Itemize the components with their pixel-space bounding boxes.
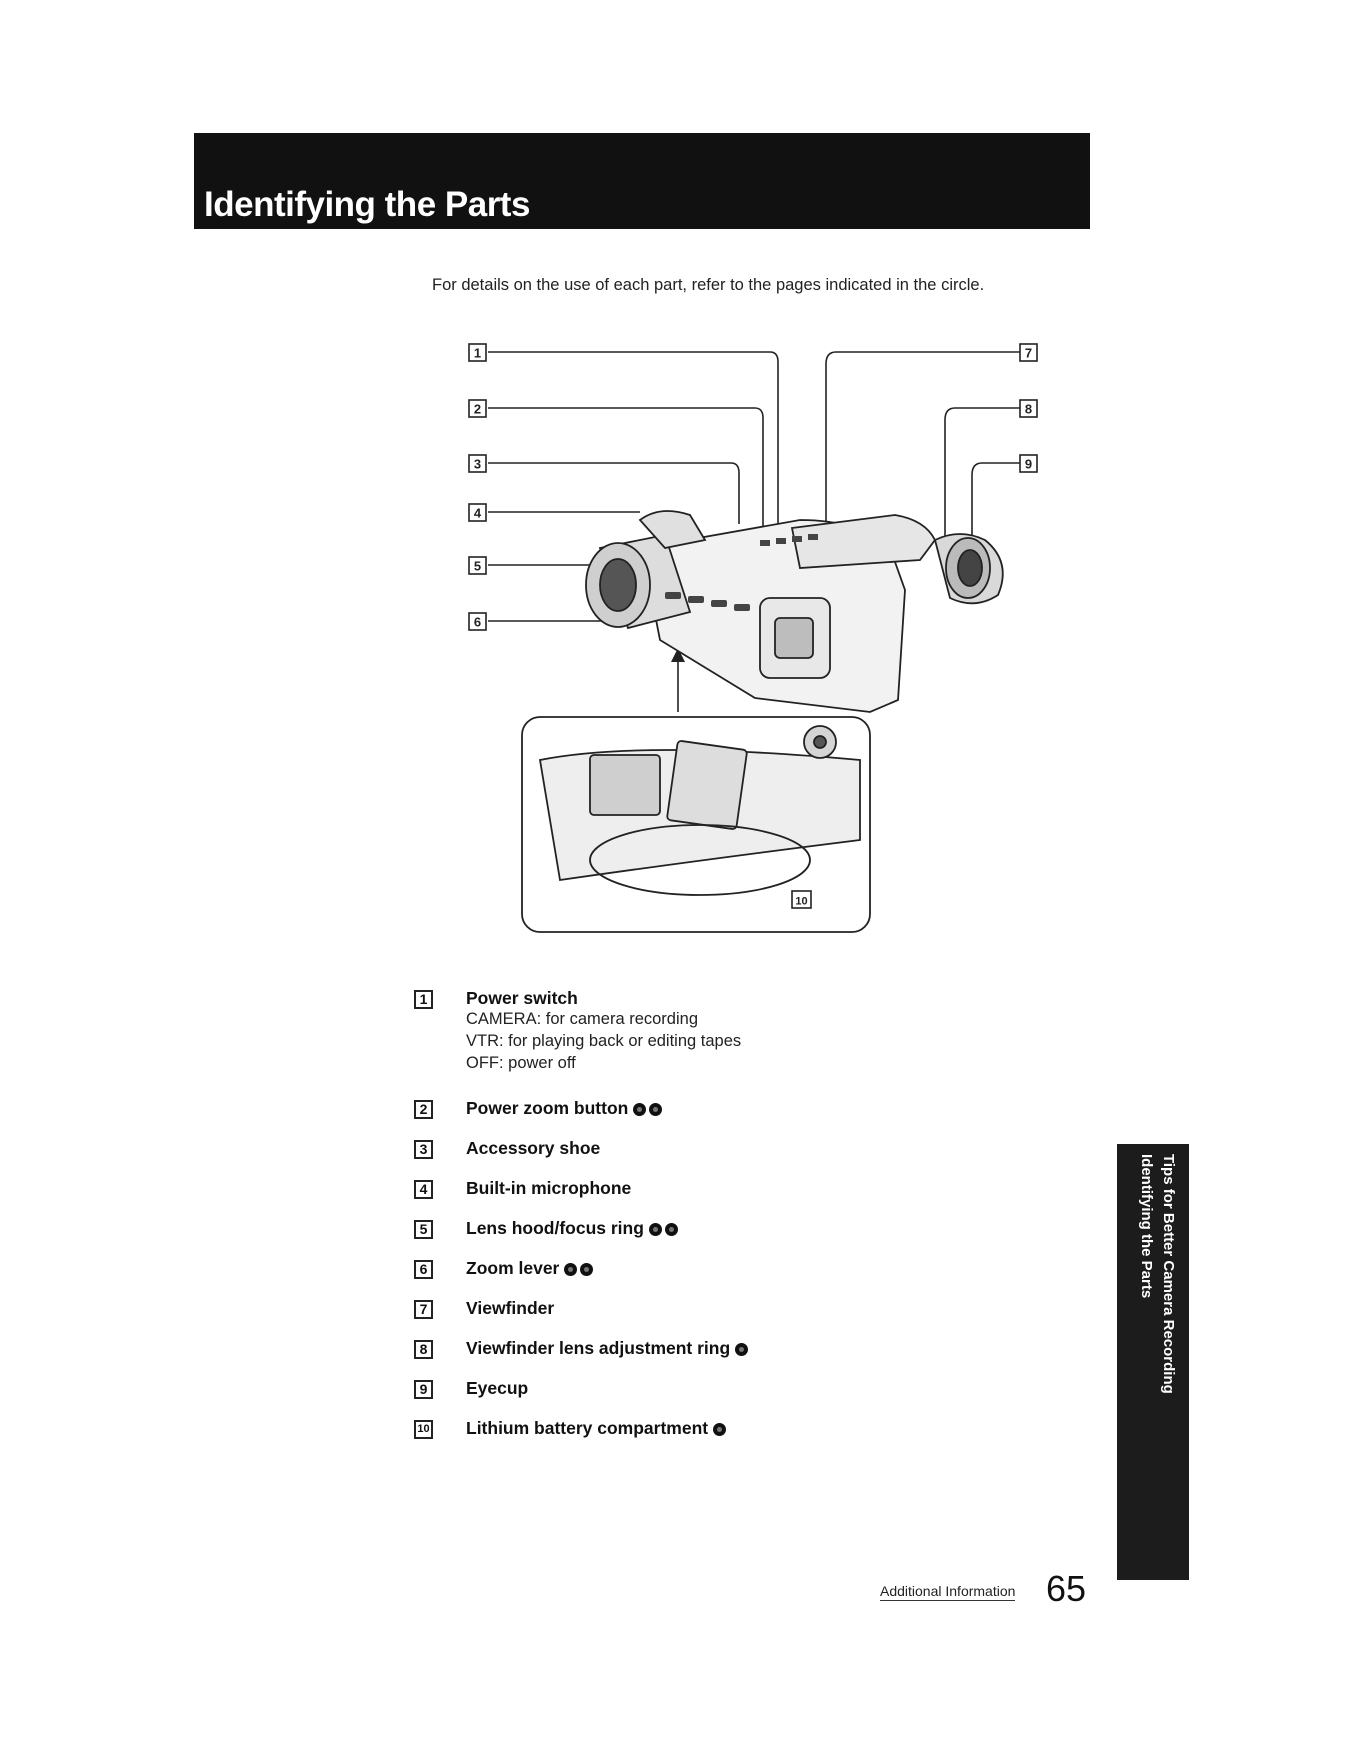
- leader-line-8: [944, 407, 1020, 540]
- page-reference-markers: [633, 1100, 665, 1121]
- svg-text:9: 9: [1025, 457, 1032, 472]
- svg-text:1: 1: [474, 346, 481, 361]
- page-reference-markers: [648, 1220, 681, 1241]
- callout-8: 8: [1019, 399, 1038, 418]
- viewfinder-tube: [790, 514, 937, 569]
- page-reference-markers: [564, 1260, 596, 1281]
- battery-inset: [521, 716, 871, 933]
- part-name: Viewfinder lens adjustment ring: [466, 1338, 751, 1361]
- side-tab-chapter: Tips for Better Camera Recording: [1160, 1154, 1177, 1394]
- svg-text:2: 2: [474, 402, 481, 417]
- part-detail: CAMERA: for camera recording: [466, 1010, 698, 1028]
- callout-3: 3: [468, 454, 487, 473]
- part-number-badge: 6: [414, 1260, 433, 1279]
- part-detail: VTR: for playing back or editing tapes: [466, 1032, 742, 1050]
- part-name: Built-in microphone: [466, 1178, 632, 1198]
- part-number-badge: 3: [414, 1140, 433, 1159]
- intro-text: For details on the use of each part, ref…: [432, 276, 985, 294]
- svg-text:7: 7: [1025, 346, 1032, 361]
- part-name: Lithium battery compartment: [466, 1418, 729, 1441]
- part-number-badge: 10: [414, 1420, 433, 1439]
- battery-door: [666, 740, 748, 830]
- part-number-badge: 2: [414, 1100, 433, 1119]
- svg-text:10: 10: [795, 896, 807, 908]
- arrow-head: [671, 648, 685, 662]
- page-reference-markers: [735, 1340, 751, 1361]
- callout-7: 7: [1019, 343, 1038, 362]
- callout-10: 10: [791, 890, 812, 909]
- svg-text:8: 8: [1025, 402, 1032, 417]
- page-title: Identifying the Parts: [204, 185, 530, 224]
- part-number-badge: 1: [414, 990, 433, 1009]
- microphone: [638, 510, 707, 549]
- part-name: Lens hood/focus ring: [466, 1218, 681, 1241]
- callout-9: 9: [1019, 454, 1038, 473]
- battery-holder: [589, 754, 661, 816]
- grip-strap: [589, 824, 811, 896]
- eyecup-inner: [957, 549, 983, 587]
- leader-line-7: [825, 351, 1020, 532]
- callout-1: 1: [468, 343, 487, 362]
- part-number-badge: 7: [414, 1300, 433, 1319]
- part-detail: OFF: power off: [466, 1054, 576, 1072]
- svg-text:6: 6: [474, 615, 481, 630]
- svg-text:4: 4: [474, 506, 482, 521]
- leader-line-3: [488, 462, 740, 524]
- part-number-badge: 8: [414, 1340, 433, 1359]
- side-tab-section: Identifying the Parts: [1138, 1154, 1155, 1299]
- part-name: Eyecup: [466, 1378, 529, 1398]
- part-name: Power zoom button: [466, 1098, 665, 1121]
- callout-6: 6: [468, 612, 487, 631]
- leader-line-9: [971, 462, 1020, 545]
- page-number: 65: [1046, 1568, 1087, 1609]
- page-reference-markers: [713, 1420, 729, 1441]
- svg-text:5: 5: [474, 559, 481, 574]
- lens-glass: [599, 558, 637, 612]
- part-number-badge: 5: [414, 1220, 433, 1239]
- title-bar: Identifying the Parts: [194, 133, 1090, 229]
- part-number-badge: 9: [414, 1380, 433, 1399]
- leader-line-2: [488, 407, 764, 528]
- chapter-side-tab: Tips for Better Camera Recording Identif…: [1117, 1144, 1189, 1580]
- callout-4: 4: [468, 503, 487, 522]
- callout-2: 2: [468, 399, 487, 418]
- callout-5: 5: [468, 556, 487, 575]
- part-name: Viewfinder: [466, 1298, 555, 1318]
- part-name: Power switch: [466, 988, 578, 1008]
- part-name: Zoom lever: [466, 1258, 596, 1281]
- part-number-badge: 4: [414, 1180, 433, 1199]
- cassette-window: [774, 617, 814, 659]
- svg-text:3: 3: [474, 457, 481, 472]
- leader-line-1: [488, 351, 779, 532]
- camcorder-illustration: [585, 510, 1004, 713]
- part-name: Accessory shoe: [466, 1138, 601, 1158]
- footer-section-name: Additional Information: [880, 1583, 1016, 1601]
